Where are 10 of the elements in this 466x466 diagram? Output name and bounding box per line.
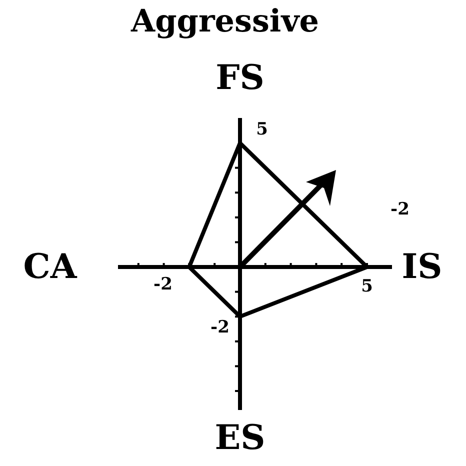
tick-label: -2: [154, 276, 172, 294]
axis-label: CA: [23, 250, 77, 284]
tick-label: 5: [256, 122, 268, 138]
tick-label: 5: [361, 278, 373, 296]
axis-label: IS: [402, 250, 442, 284]
tick-label: -2: [390, 202, 410, 218]
axis-label: FS: [216, 61, 264, 95]
axis-label: ES: [214, 421, 266, 455]
tick-label: -2: [210, 320, 230, 336]
quadrant-title: Aggressive: [131, 6, 319, 38]
